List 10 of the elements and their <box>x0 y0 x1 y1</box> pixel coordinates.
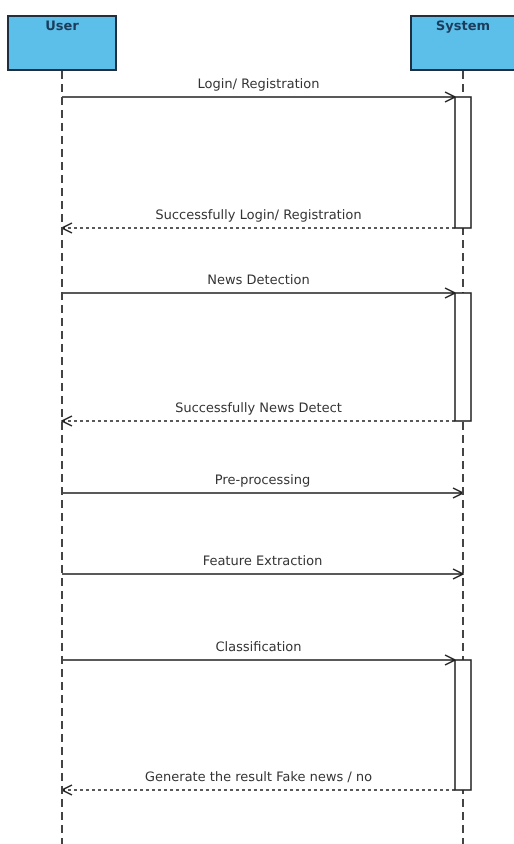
message-arrow <box>62 487 464 499</box>
message-arrow <box>62 287 456 299</box>
return-arrow <box>61 784 455 796</box>
return-arrow <box>61 222 455 234</box>
message-arrow <box>62 568 464 580</box>
message-arrow <box>62 91 456 103</box>
participant-lifeline: System <box>410 15 514 844</box>
return-arrow <box>61 415 455 427</box>
participant-lifeline: User <box>7 15 117 844</box>
message-arrow <box>62 654 456 666</box>
